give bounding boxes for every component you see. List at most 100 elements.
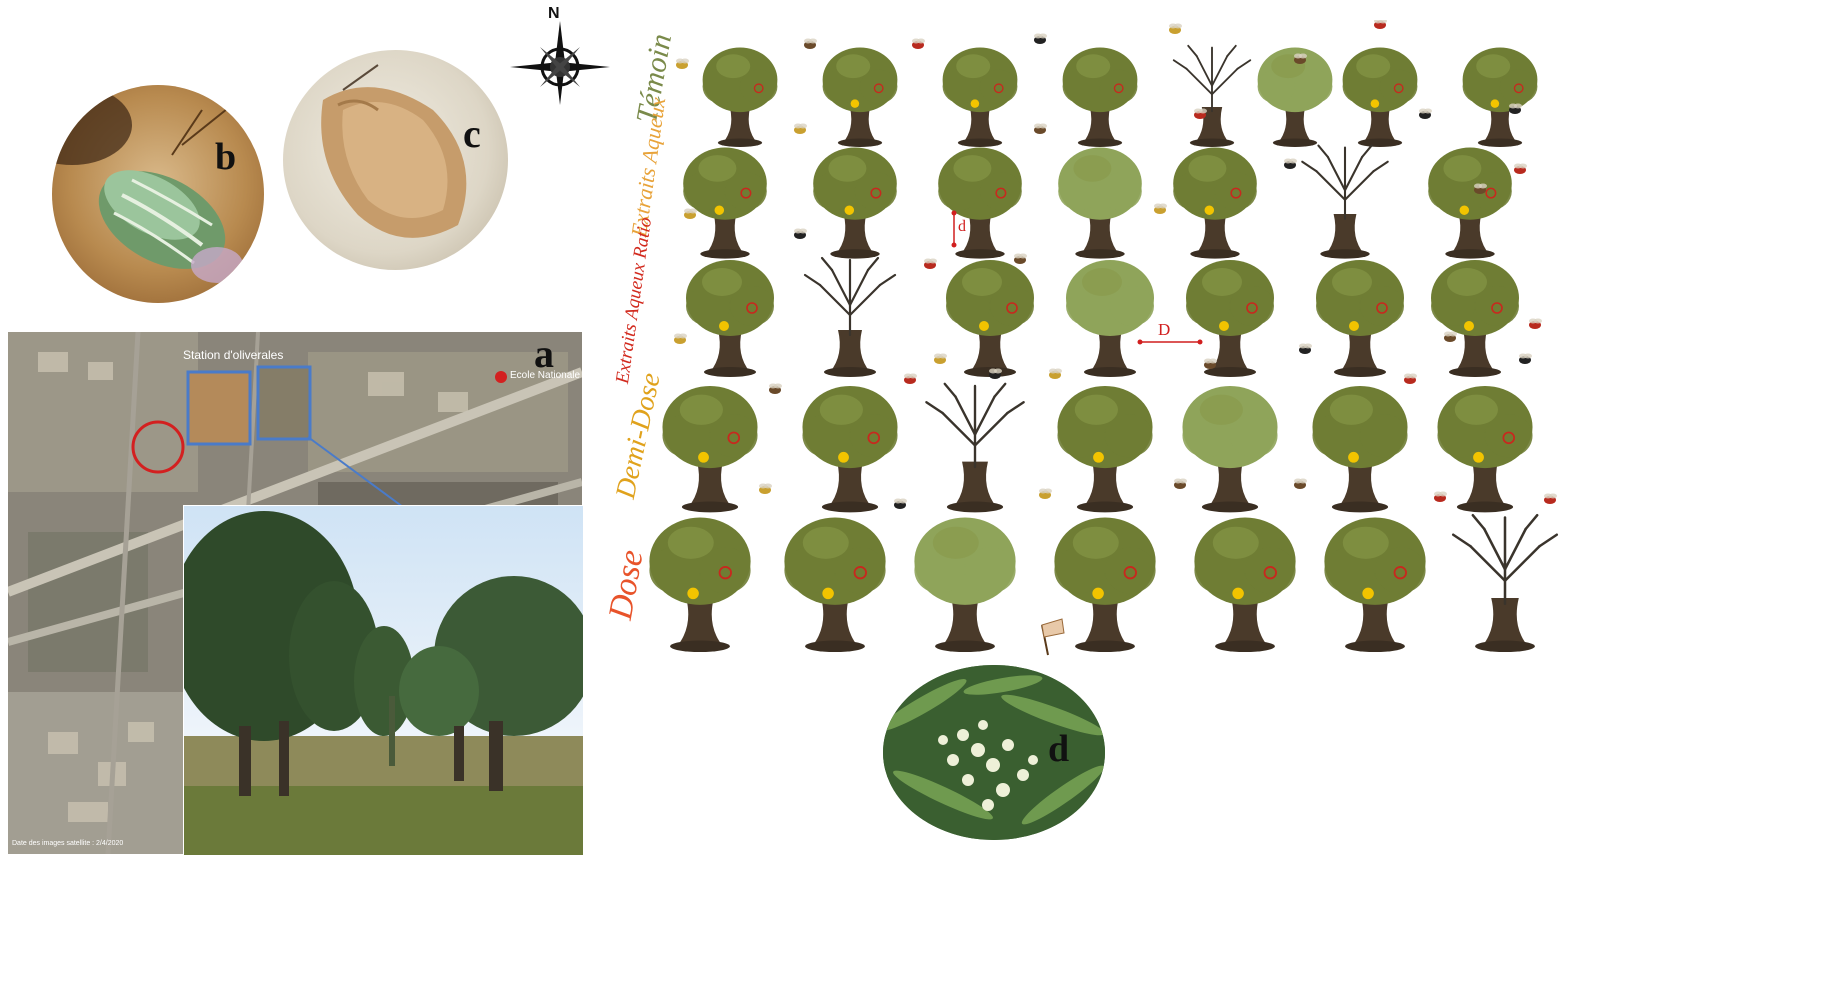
olive-tree-healthy-ring: [703, 48, 778, 147]
map-credit: Date des images satellite : 2/4/2020: [12, 840, 123, 847]
panel-letter-d: d: [1048, 727, 1069, 771]
insect-icon: [769, 384, 782, 395]
yellow-marker-dot: [1491, 99, 1500, 108]
yellow-marker-dot: [845, 205, 855, 215]
insect-icon: [1299, 344, 1312, 355]
insect-photo-c: c: [283, 50, 508, 270]
insect-icon: [1154, 204, 1167, 215]
map-label-station: Station d'oliverales: [183, 348, 283, 362]
olive-tree-healthy-both: [1173, 148, 1257, 259]
olive-tree-healthy-both: [686, 260, 774, 377]
insect-icon: [1049, 369, 1062, 380]
olive-tree-healthy-dot: [1312, 386, 1407, 512]
olive-tree-light: [1066, 260, 1154, 377]
yellow-marker-dot: [715, 205, 725, 215]
spacing-label-d: d: [958, 218, 966, 236]
yellow-marker-dot: [1371, 99, 1380, 108]
panel-letter-c: c: [463, 110, 481, 157]
insect-icon: [1529, 319, 1542, 330]
spacing-arrow-d: [952, 211, 957, 248]
insect-icon: [1374, 20, 1387, 29]
compass-rose: N: [510, 5, 610, 105]
olive-tree-bare: [926, 384, 1023, 513]
insect-icon: [674, 334, 687, 345]
olive-tree-healthy-both: [1431, 260, 1519, 377]
yellow-marker-dot: [822, 588, 834, 600]
yellow-marker-dot: [1232, 588, 1244, 600]
yellow-marker-dot: [1473, 452, 1484, 463]
insect-icon: [934, 354, 947, 365]
olive-tree-bare: [1453, 515, 1557, 652]
insect-icon: [794, 124, 807, 135]
olive-orchard-photo: [183, 505, 584, 856]
olive-tree-healthy-both: [1463, 48, 1538, 147]
insect-icon: [1294, 479, 1307, 490]
olive-tree-bare: [805, 258, 895, 377]
olive-flower-photo-d: d: [883, 665, 1105, 840]
spacing-arrow-D: [1138, 340, 1203, 345]
yellow-marker-dot: [851, 99, 860, 108]
experimental-plot-grid: Témoin Extraits Aqueux Extraits Aqueux R…: [600, 20, 1846, 660]
olive-tree-healthy-both: [1428, 148, 1512, 259]
insect-icon: [1014, 254, 1027, 265]
insect-icon: [1544, 494, 1557, 505]
insect-icon: [1419, 109, 1432, 120]
olive-tree-healthy-ring: [938, 148, 1022, 259]
insect-icon: [1284, 159, 1297, 170]
olive-tree-light: [1258, 48, 1333, 147]
olive-tree-light: [914, 518, 1015, 653]
insect-icon: [1034, 124, 1047, 135]
yellow-marker-dot: [698, 452, 709, 463]
insect-icon: [1404, 374, 1417, 385]
olive-tree-light: [1182, 386, 1277, 512]
olive-tree-healthy-both: [943, 48, 1018, 147]
spacing-label-D: D: [1158, 320, 1170, 340]
olive-tree-healthy-both: [649, 518, 750, 653]
insect-icon: [794, 229, 807, 240]
insect-icon: [1039, 489, 1052, 500]
insect-icon: [1509, 104, 1522, 115]
yellow-marker-dot: [1219, 321, 1229, 331]
insect-icon: [904, 374, 917, 385]
green-insect-illustration: [52, 85, 264, 303]
olive-tree-healthy-both: [662, 386, 757, 512]
yellow-marker-dot: [1093, 452, 1104, 463]
compass-icon: [510, 5, 610, 105]
olive-tree-healthy-ring: [1063, 48, 1138, 147]
olive-tree-healthy-both: [683, 148, 767, 259]
yellow-marker-dot: [979, 321, 989, 331]
yellow-marker-dot: [971, 99, 980, 108]
flag-marker-icon: [1042, 619, 1064, 655]
insect-icon: [1434, 492, 1447, 503]
olive-tree-healthy-both: [1194, 518, 1295, 653]
yellow-marker-dot: [1362, 588, 1374, 600]
yellow-marker-dot: [719, 321, 729, 331]
olive-tree-healthy-both: [1324, 518, 1425, 653]
yellow-marker-dot: [1349, 321, 1359, 331]
olive-tree-healthy-both: [1316, 260, 1404, 377]
insect-icon: [804, 39, 817, 50]
olive-tree-light: [1058, 148, 1142, 259]
olive-tree-healthy-both: [1343, 48, 1418, 147]
panel-letter-a: a: [534, 332, 554, 377]
olive-tree-healthy-both: [1186, 260, 1274, 377]
olive-tree-healthy-both: [784, 518, 885, 653]
yellow-marker-dot: [1092, 588, 1104, 600]
insect-icon: [1514, 164, 1527, 175]
olive-tree-bare: [1174, 46, 1251, 147]
yellow-marker-dot: [1205, 205, 1215, 215]
insect-icon: [894, 499, 907, 510]
insect-icon: [924, 259, 937, 270]
olive-tree-healthy-dot: [1057, 386, 1152, 512]
insect-icon: [1519, 354, 1532, 365]
olive-tree-healthy-both: [946, 260, 1034, 377]
yellow-marker-dot: [1460, 205, 1470, 215]
yellow-marker-dot: [1464, 321, 1474, 331]
insect-icon: [989, 369, 1002, 380]
compass-north-label: N: [548, 5, 560, 23]
beige-insect-illustration: [283, 50, 508, 270]
insect-icon: [912, 39, 925, 50]
insect-icon: [676, 59, 689, 70]
insect-icon: [1444, 332, 1457, 343]
olive-tree-healthy-both: [1054, 518, 1155, 653]
